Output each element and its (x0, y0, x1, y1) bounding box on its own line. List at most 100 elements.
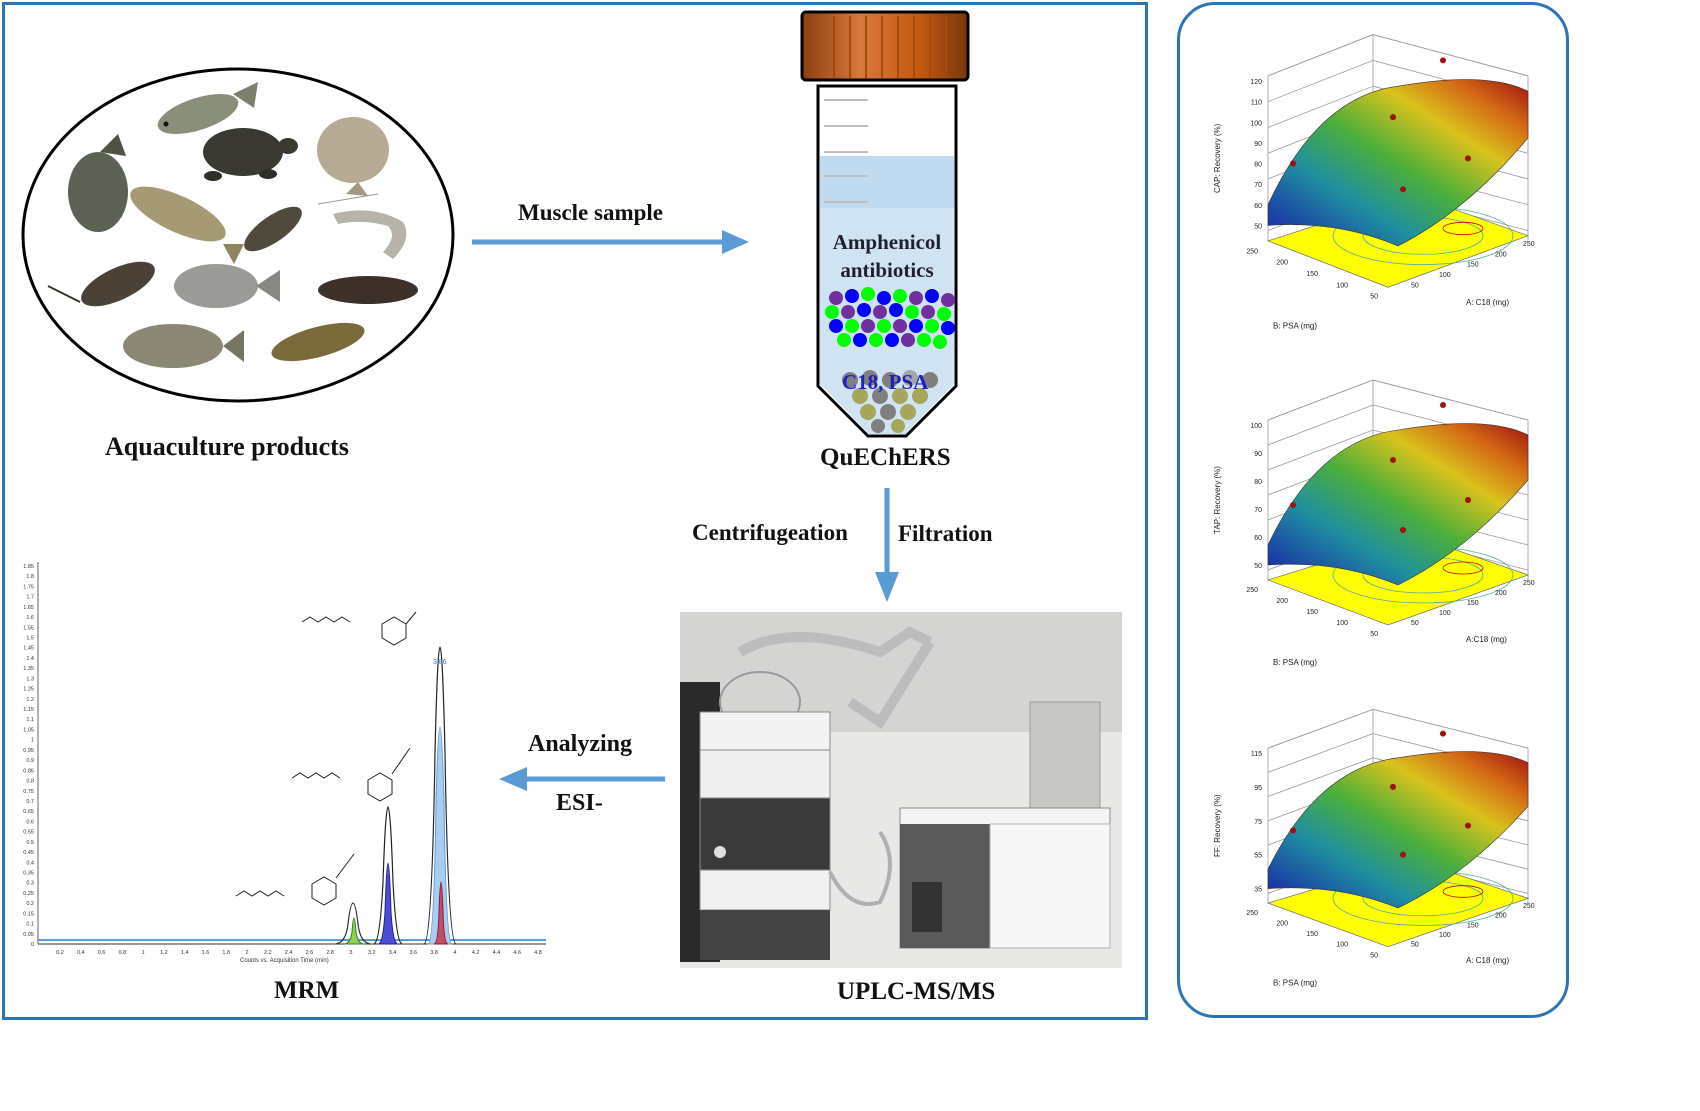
surface-z-tick: 100 (1250, 120, 1262, 127)
design-point (1465, 822, 1471, 829)
surface-z-tick: 60 (1254, 535, 1262, 542)
surface-x-label: A: C18 (mg) (1466, 298, 1509, 307)
chrom-x-tick: 4.6 (513, 950, 521, 956)
surface-z-tick: 35 (1254, 887, 1262, 894)
surface-y-tick: 100 (1336, 942, 1348, 949)
chrom-y-tick: 0.45 (23, 850, 34, 856)
uplc-instrument-photo (680, 612, 1122, 968)
molecule-dots (825, 287, 955, 349)
sea-cucumber-icon (318, 276, 418, 304)
surface-z-tick: 50 (1254, 223, 1262, 230)
aquaculture-label: Aquaculture products (105, 432, 349, 461)
peak-thiamphenicol (377, 862, 399, 945)
chrom-x-tick: 1.8 (222, 950, 230, 956)
chrom-x-tick: 4 (453, 950, 456, 956)
catfish-icon (47, 261, 155, 307)
surface-z-tick: 80 (1254, 162, 1262, 169)
chrom-x-tick: 0.2 (56, 950, 64, 956)
surface-z-tick: 90 (1254, 141, 1262, 148)
chrom-x-tick: 4.4 (493, 950, 501, 956)
aquaculture-illustration (21, 67, 455, 403)
surface-z-label: CAP: Recovery (%) (1213, 123, 1222, 193)
fish-icon (157, 82, 258, 135)
surface-y-label: B: PSA (mg) (1273, 322, 1317, 331)
muscle-sample-label: Muscle sample (518, 200, 664, 225)
chrom-x-tick: 2.4 (285, 950, 293, 956)
chrom-x-tick: 2 (246, 950, 249, 956)
design-point (1400, 851, 1406, 858)
workflow-frame (2, 2, 1148, 1020)
turtle-icon (203, 128, 298, 181)
surface-x-tick: 50 (1411, 942, 1419, 949)
chrom-y-tick: 0.8 (26, 779, 34, 785)
chrom-y-tick: 0.15 (23, 911, 34, 917)
chrom-x-tick: 4.2 (472, 950, 480, 956)
surface-x-tick: 250 (1523, 903, 1535, 910)
chrom-y-tick: 1.6 (26, 615, 34, 621)
surface-z-tick: 70 (1254, 507, 1262, 514)
surface-y-tick: 50 (1370, 952, 1378, 959)
surface-z-tick: 70 (1254, 182, 1262, 189)
mrm-chromatogram: 00.050.10.150.20.250.30.350.40.450.50.55… (23, 562, 546, 964)
chrom-y-tick: 0.65 (23, 809, 34, 815)
surface-y-tick: 250 (1246, 248, 1258, 255)
chrom-x-tick: 2.2 (264, 950, 272, 956)
surface-x-tick: 150 (1467, 600, 1479, 607)
centrifugation-label: Centrifugeation (692, 520, 848, 545)
surface-x-label: A: C18 (mg) (1466, 956, 1509, 965)
chrom-x-tick: 3 (349, 950, 352, 956)
surface-z-tick: 75 (1254, 819, 1262, 826)
surface-y-tick: 250 (1246, 587, 1258, 594)
filtration-label: Filtration (898, 521, 993, 546)
surface-y-label: B: PSA (mg) (1273, 658, 1317, 667)
surface-y-tick: 50 (1370, 631, 1378, 638)
chrom-y-tick: 0.4 (26, 860, 34, 866)
arrow-down-icon (875, 488, 899, 602)
chrom-y-tick: 0.25 (23, 891, 34, 897)
chrom-y-tick: 1.7 (26, 595, 34, 601)
chrom-y-tick: 0.2 (26, 901, 34, 907)
chrom-y-tick: 0 (31, 942, 34, 948)
chrom-x-tick: 3.8 (430, 950, 438, 956)
amphenicol-line2: antibiotics (840, 258, 934, 282)
tilapia-icon (68, 134, 128, 232)
response-surface (1267, 79, 1529, 247)
chrom-y-tick: 1.85 (23, 564, 34, 570)
surface-x-tick: 250 (1523, 580, 1535, 587)
surface-z-tick: 55 (1254, 853, 1262, 860)
chrom-y-tick: 1.3 (26, 676, 34, 682)
surface-z-tick: 90 (1254, 451, 1262, 458)
response-surface-panel (1177, 2, 1569, 1018)
design-point (1400, 527, 1406, 533)
chrom-x-tick: 1.4 (181, 950, 189, 956)
flatfish-icon (317, 117, 389, 196)
design-point (1290, 502, 1296, 508)
surface-x-tick: 200 (1495, 251, 1507, 258)
surface-z-tick: 110 (1251, 100, 1262, 107)
surface-z-label: FF: Recovery (%) (1213, 794, 1222, 857)
surface-z-tick: 115 (1251, 751, 1262, 758)
surface-y-tick: 250 (1246, 910, 1258, 917)
surface-x-tick: 100 (1439, 932, 1451, 939)
surface-y-tick: 150 (1306, 931, 1318, 938)
molecule-structure-icon (235, 853, 355, 906)
uplc-label: UPLC-MS/MS (837, 978, 996, 1005)
chrom-y-tick: 1.45 (23, 646, 34, 652)
chrom-x-label: Counts vs. Acquisition Time (min) (240, 958, 329, 964)
chrom-y-tick: 1 (31, 738, 34, 744)
surface-y-tick: 100 (1336, 282, 1348, 289)
amphenicol-line1: Amphenicol (832, 230, 942, 254)
surface-x-tick: 100 (1439, 272, 1451, 279)
peak-chloramphenicol (427, 726, 453, 945)
chrom-y-tick: 1.75 (23, 584, 34, 590)
sorbent-label: C18, PSA (842, 370, 929, 394)
design-point (1390, 457, 1396, 463)
chrom-x-tick: 0.8 (119, 950, 127, 956)
chrom-y-tick: 0.55 (23, 830, 34, 836)
chrom-y-tick: 0.3 (26, 881, 34, 887)
surface-y-tick: 200 (1276, 260, 1288, 267)
analyzing-label: Analyzing (528, 731, 633, 757)
amphenicol-label: Amphenicol antibiotics (808, 228, 966, 284)
surface-y-tick: 100 (1336, 620, 1348, 627)
